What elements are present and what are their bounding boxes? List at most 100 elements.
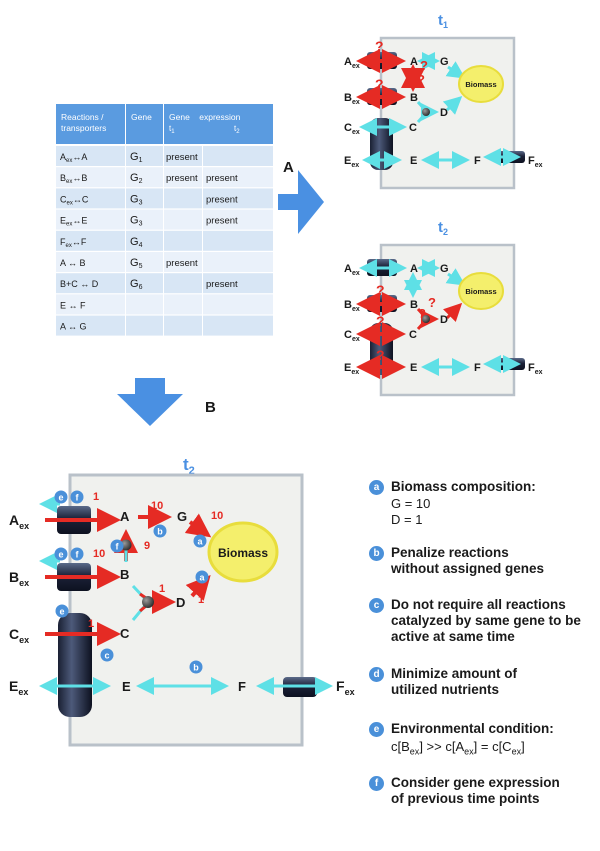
table-cell <box>126 209 163 230</box>
node-d: D <box>440 107 448 119</box>
biomass <box>458 272 504 310</box>
header-gene: Gene <box>131 112 152 122</box>
table-cell <box>164 230 202 251</box>
ext-e: Eex <box>9 678 28 697</box>
ext-f: Fex <box>528 362 543 376</box>
legend-text: Do not require all reactions catalyzed b… <box>391 597 581 644</box>
header-t1: t1 <box>169 124 175 135</box>
table-cell <box>56 167 125 188</box>
flux-label-b-in: 10 <box>93 548 105 560</box>
ext-f: Fex <box>336 678 355 697</box>
table-cell <box>164 294 202 315</box>
svg-text:e: e <box>58 550 63 560</box>
legend-bullet: b <box>369 546 384 561</box>
legend-bullet: c <box>369 598 384 613</box>
node-f: F <box>474 155 481 167</box>
node-e: E <box>410 362 417 374</box>
node-a: A <box>410 56 418 68</box>
cell-big: t2 Biomass A G B D C E <box>9 455 355 747</box>
table-cell <box>126 230 163 251</box>
badge-b-ef <box>189 660 203 674</box>
table-header-cell <box>56 104 125 144</box>
svg-text:b: b <box>157 527 163 537</box>
node-a: A <box>410 263 418 275</box>
table-cell <box>56 146 125 166</box>
legend-text: Penalize reactions without assigned gene… <box>391 545 545 576</box>
node-d: D <box>176 595 185 610</box>
legend-text: Environmental condition: <box>391 721 554 736</box>
badge-a-g <box>193 534 207 548</box>
ext-c: Cex <box>9 626 29 645</box>
table-row-expression-t2: present <box>206 279 238 290</box>
badge-b-ag <box>153 524 167 538</box>
legend-bullet: e <box>369 722 384 737</box>
table-cell <box>164 146 202 166</box>
legend-formula: c[Bex] >> c[Aex] = c[Cex] <box>391 739 525 757</box>
svg-text:e: e <box>59 607 64 617</box>
flux-label-g-bio: 10 <box>211 510 223 522</box>
table-cell <box>126 294 163 315</box>
node-c: C <box>409 122 417 134</box>
cell-t1-title: t1 <box>438 12 448 30</box>
header-expression: Gene expression <box>169 112 241 122</box>
table-row-gene: G6 <box>130 278 143 291</box>
node-c: C <box>409 329 417 341</box>
table-cell <box>164 167 202 188</box>
svg-text:e: e <box>58 493 63 503</box>
legend-text: Minimize amount of utilized nutrients <box>391 666 517 697</box>
ext-c: Cex <box>344 122 360 136</box>
header-t2: t2 <box>234 124 240 135</box>
unknown-ab: ? <box>420 58 428 73</box>
unknown-bcd-2: ? <box>418 306 426 321</box>
flux-label-bcd: 1 <box>159 583 165 595</box>
table-row-reaction: Aex↔A <box>60 152 87 164</box>
node-g: G <box>177 509 187 524</box>
arrow-b: B <box>117 378 216 426</box>
biomass <box>458 65 504 103</box>
legend-text: Consider gene expression of previous tim… <box>391 775 560 806</box>
node-c: C <box>120 626 130 641</box>
table-cell <box>126 146 163 166</box>
ext-e: Eex <box>344 155 359 169</box>
table-cell <box>164 209 202 230</box>
table-cell <box>126 252 163 272</box>
unknown-bcd: ? <box>428 295 436 310</box>
table-row-gene: G5 <box>130 257 143 270</box>
table-cell <box>56 252 125 272</box>
svg-text:b: b <box>193 663 199 673</box>
flux-d-bio <box>443 302 463 322</box>
table-row-gene: G2 <box>130 172 143 185</box>
badge-e-c <box>55 604 69 618</box>
node-d: D <box>440 314 448 326</box>
table-row-expression-t1: present <box>166 152 198 163</box>
node-b: B <box>410 92 418 104</box>
svg-text:f: f <box>116 542 120 552</box>
badge-e-a <box>54 490 68 504</box>
table-cell <box>126 273 163 294</box>
table-row-expression-t2: present <box>206 216 238 227</box>
badge-f-ab <box>110 539 124 553</box>
legend-sub: D = 1 <box>391 512 423 527</box>
arrow-a-label: A <box>283 159 294 176</box>
flux-label-ab: 9 <box>144 540 150 552</box>
table-cell <box>203 294 273 315</box>
node-a: A <box>120 509 130 524</box>
table-row-reaction: Fex↔F <box>60 237 87 249</box>
cell-big-title: t2 <box>183 455 195 477</box>
node-b: B <box>410 299 418 311</box>
node-g: G <box>440 56 449 68</box>
unknown-ab-2: ? <box>417 72 425 87</box>
table-cell <box>203 252 273 272</box>
table-cell <box>56 209 125 230</box>
ext-a: Aex <box>344 263 360 277</box>
svg-text:a: a <box>199 573 205 583</box>
table-row-expression-t2: present <box>206 194 238 205</box>
legend-sub: G = 10 <box>391 496 431 511</box>
flux-label-d-bio: 1 <box>198 594 204 606</box>
ext-a: Aex <box>344 56 360 70</box>
enzyme-g6 <box>142 596 154 608</box>
table-row-reaction: Bex↔B <box>60 173 87 185</box>
table-cell <box>164 252 202 272</box>
cell-t1: t1 Biomass A G B D C E F Aex Bex Cex <box>344 12 543 190</box>
